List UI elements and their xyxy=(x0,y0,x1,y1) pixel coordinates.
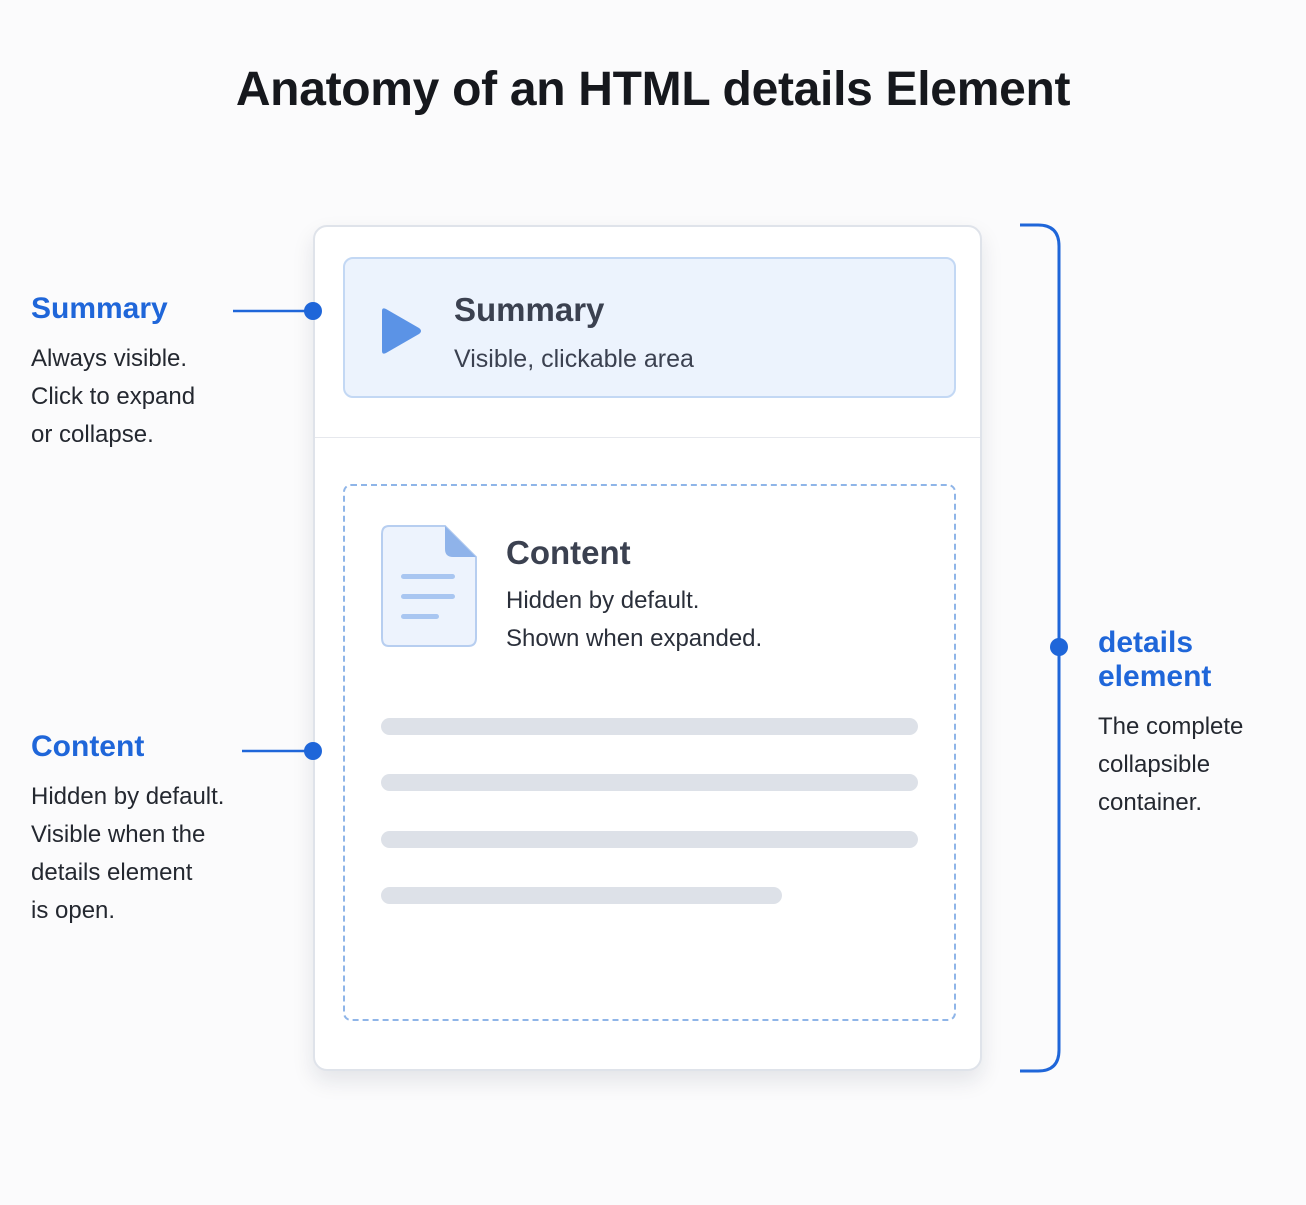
content-title: Content xyxy=(506,534,631,571)
placeholder-line xyxy=(381,831,918,848)
details-bracket xyxy=(1020,223,1068,1073)
summary-subtitle: Visible, clickable area xyxy=(454,345,694,373)
summary-title: Summary xyxy=(454,291,605,328)
content-text: Hidden by default. Shown when expanded. xyxy=(506,587,763,652)
placeholder-line xyxy=(381,887,782,904)
summary-connector xyxy=(233,302,322,320)
summary-box[interactable]: Summary Visible, clickable area xyxy=(343,257,956,398)
play-triangle-icon xyxy=(382,308,421,354)
content-callout-title: Content xyxy=(31,730,145,763)
diagram-title: Anatomy of an HTML details Element xyxy=(235,63,1071,116)
details-callout-title: details element xyxy=(1098,626,1212,693)
details-bracket-dot xyxy=(1050,638,1068,656)
details-callout: details element The complete collapsible… xyxy=(1098,626,1306,822)
placeholder-line xyxy=(381,774,918,791)
summary-content-divider xyxy=(315,437,980,438)
content-callout: Content Hidden by default. Visible when … xyxy=(31,730,224,930)
content-connector xyxy=(242,742,322,760)
placeholder-line xyxy=(381,718,918,735)
summary-callout: Summary Always visible. Click to expand … xyxy=(31,292,195,454)
content-callout-text: Hidden by default. Visible when the deta… xyxy=(31,783,225,924)
document-icon xyxy=(381,525,477,647)
summary-callout-text: Always visible. Click to expand or colla… xyxy=(31,345,196,448)
details-card: Summary Visible, clickable area Content … xyxy=(313,225,982,1071)
details-callout-text: The complete collapsible container. xyxy=(1098,713,1244,816)
summary-callout-title: Summary xyxy=(31,292,168,325)
content-box: Content Hidden by default. Shown when ex… xyxy=(343,484,956,1021)
